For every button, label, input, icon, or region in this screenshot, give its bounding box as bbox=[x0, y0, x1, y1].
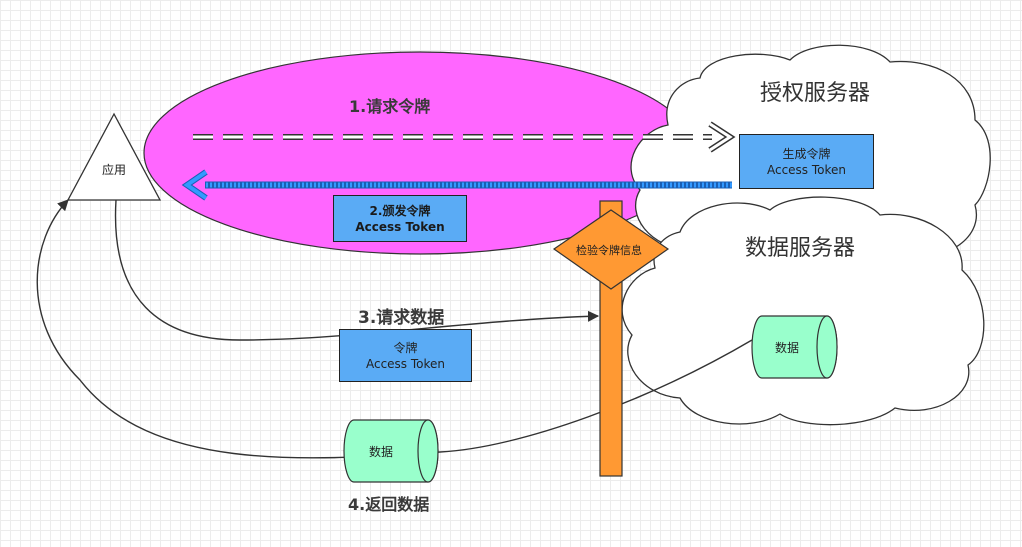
data-server-db bbox=[751, 315, 838, 379]
return-db bbox=[343, 419, 439, 483]
gateway-label: 检验令牌信息 bbox=[576, 244, 642, 257]
auth-server-title: 授权服务器 bbox=[760, 81, 871, 106]
request-token-arrow bbox=[193, 121, 736, 153]
generate-token-box: 生成令牌 Access Token bbox=[739, 134, 874, 189]
data-server-db-label: 数据 bbox=[775, 341, 800, 355]
generate-token-line1: 生成令牌 bbox=[782, 146, 831, 161]
step4-label: 4.返回数据 bbox=[348, 495, 430, 514]
issue-token-arrow bbox=[181, 169, 732, 201]
step3-label: 3.请求数据 bbox=[358, 308, 445, 328]
app-triangle bbox=[66, 112, 162, 201]
step1-label: 1.请求令牌 bbox=[349, 97, 431, 116]
return-data-curve bbox=[36, 199, 753, 459]
token-box: 令牌 Access Token bbox=[339, 329, 472, 382]
app-label: 应用 bbox=[102, 163, 127, 177]
return-db-label: 数据 bbox=[369, 445, 394, 459]
generate-token-line2: Access Token bbox=[766, 162, 847, 177]
data-server-title: 数据服务器 bbox=[745, 236, 856, 261]
token-line1: 令牌 bbox=[393, 340, 418, 355]
gateway-diamond bbox=[552, 209, 670, 290]
issue-token-line2: Access Token bbox=[355, 219, 445, 234]
data-server-cloud bbox=[621, 196, 985, 426]
request-data-curve bbox=[114, 199, 600, 341]
token-line2: Access Token bbox=[365, 356, 446, 371]
issue-token-box: 2.颁发令牌 Access Token bbox=[333, 195, 467, 242]
issue-token-line1: 2.颁发令牌 bbox=[369, 203, 431, 218]
